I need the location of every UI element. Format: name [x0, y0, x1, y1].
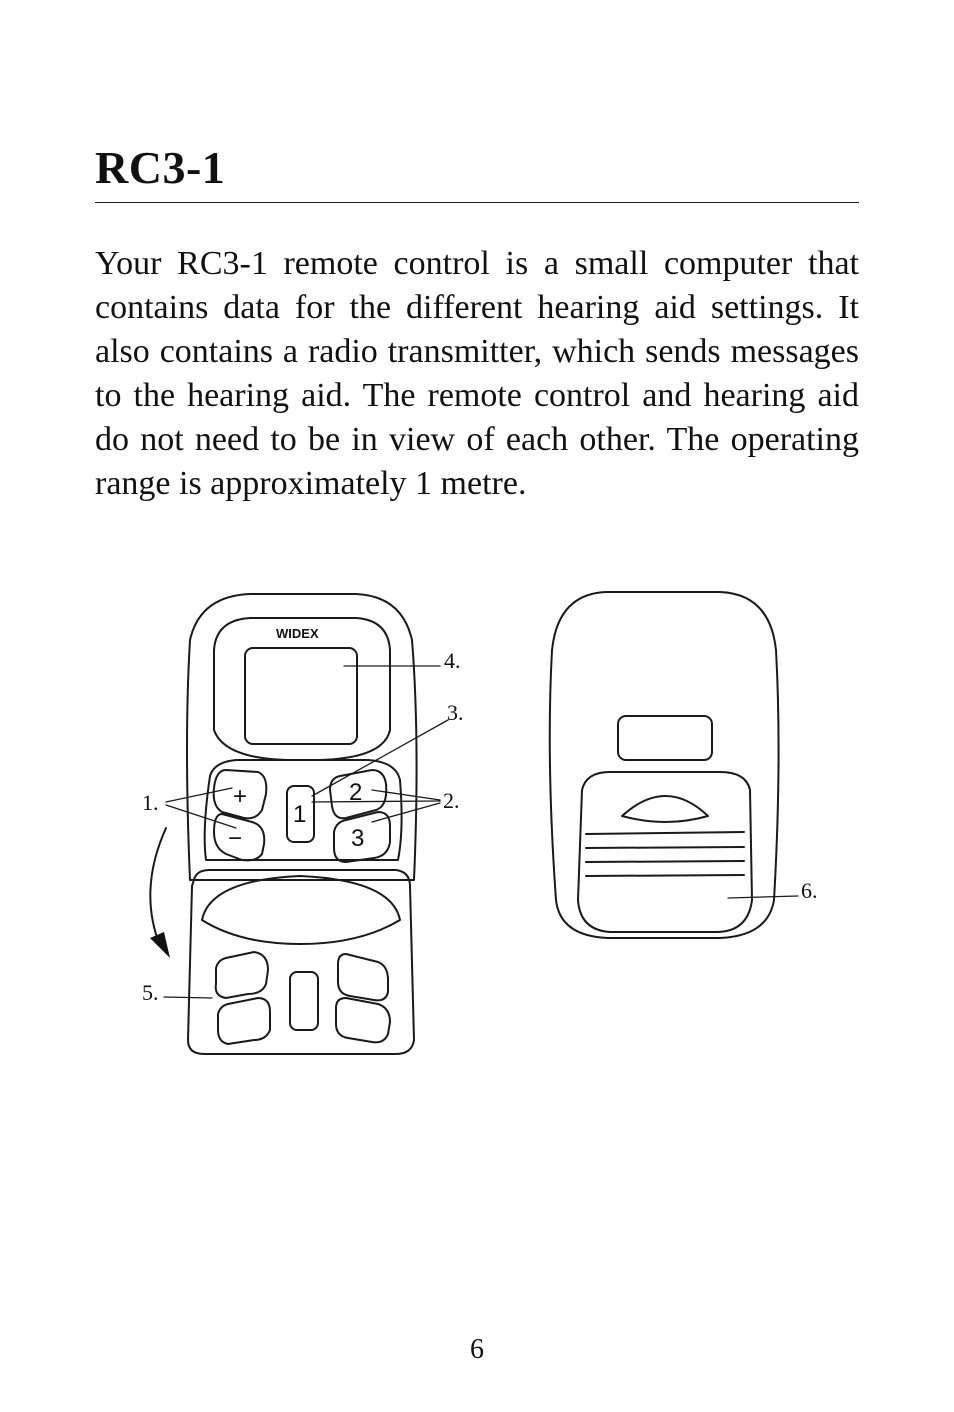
- battery-cover-grip: [621, 795, 709, 823]
- page-title: RC3-1: [95, 142, 226, 193]
- callout-1: 1.: [142, 790, 159, 815]
- lower-key-left-bottom: [217, 997, 271, 1045]
- program-3-button: [333, 811, 391, 863]
- lower-key-right-bottom: [335, 997, 391, 1044]
- callout-2: 2.: [443, 788, 460, 813]
- callout-5: 5.: [142, 980, 159, 1005]
- widex-logo: WIDEX: [276, 626, 319, 641]
- remote-back-body: [548, 591, 780, 939]
- keypad-frame: [203, 759, 403, 861]
- slide-arrow: [149, 827, 167, 947]
- minus-key-glyph: −: [228, 825, 242, 852]
- lower-key-left-top: [214, 951, 269, 999]
- back-window: [617, 715, 713, 761]
- key-1-glyph: 1: [293, 801, 306, 828]
- lower-key-center: [289, 971, 319, 1031]
- callout-3: 3.: [447, 700, 464, 725]
- callout-6: 6.: [801, 878, 818, 903]
- slide-arrow-head: [150, 932, 170, 958]
- plus-key-glyph: +: [233, 783, 247, 810]
- sliding-cover: [187, 869, 415, 1055]
- program-1-button: [286, 785, 315, 843]
- page-number: 6: [470, 1334, 484, 1365]
- minus-button: [213, 813, 266, 862]
- intro-paragraph: Your RC3-1 remote control is a small com…: [95, 245, 859, 502]
- battery-cover: [577, 771, 753, 933]
- key-2-glyph: 2: [349, 779, 362, 806]
- key-3-glyph: 3: [351, 825, 364, 852]
- callout-4: 4.: [444, 648, 461, 673]
- cover-lip: [201, 875, 401, 945]
- plus-button: [212, 769, 268, 820]
- lower-key-right-top: [337, 953, 389, 1002]
- display-screen: [244, 647, 358, 745]
- remote-front-body: [186, 593, 418, 881]
- title-divider: [95, 202, 859, 203]
